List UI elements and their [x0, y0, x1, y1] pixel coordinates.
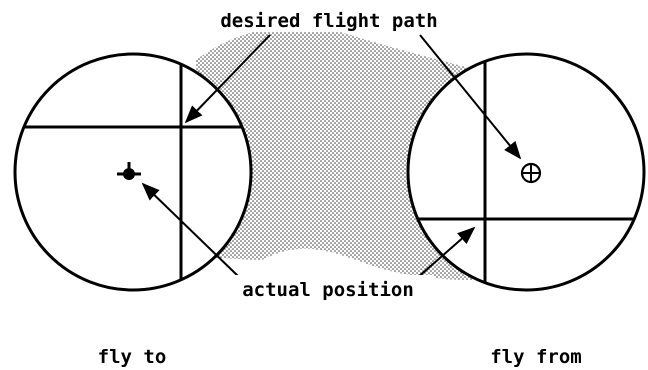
arrow-actual-left — [141, 182, 239, 277]
arrow-desired-right — [419, 34, 522, 160]
desired-flight-path-label: desired flight path — [220, 10, 437, 32]
target-crosshair-icon — [520, 162, 542, 184]
stippled-area — [196, 26, 480, 281]
actual-position-label: actual position — [242, 279, 414, 301]
fly-to-label: fly to — [98, 346, 167, 368]
arrow-desired-left — [184, 34, 271, 124]
fly-from-label: fly from — [490, 346, 582, 368]
aircraft-symbol — [117, 162, 141, 180]
